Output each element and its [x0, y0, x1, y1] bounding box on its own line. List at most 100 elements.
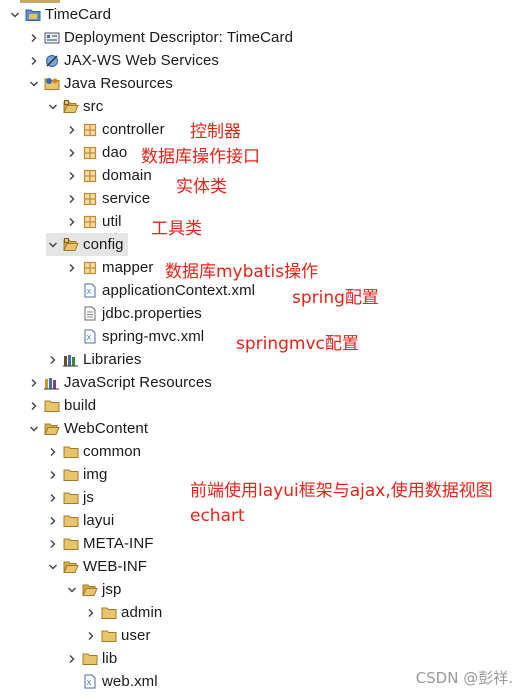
tree-item-jsp[interactable]: jsp [65, 578, 121, 601]
tree-item-lib[interactable]: lib [65, 647, 117, 670]
expanded-arrow-icon[interactable] [65, 583, 79, 597]
tree-item-jax-ws-web-services[interactable]: JAX-WS Web Services [27, 49, 219, 72]
expanded-arrow-icon[interactable] [46, 100, 60, 114]
tree-item-user[interactable]: user [84, 624, 151, 647]
tree-item-label: JAX-WS Web Services [64, 52, 219, 69]
tree-item-web-inf[interactable]: WEB-INF [46, 555, 147, 578]
tree-item-label: common [83, 443, 142, 460]
collapsed-arrow-icon[interactable] [27, 399, 41, 413]
collapsed-arrow-icon[interactable] [65, 261, 79, 275]
annotation-domain: 实体类 [176, 177, 227, 197]
tree-item-timecard[interactable]: TimeCard [8, 3, 111, 26]
expanded-arrow-icon[interactable] [46, 560, 60, 574]
tree-item-java-resources[interactable]: Java Resources [27, 72, 173, 95]
expanded-arrow-icon[interactable] [27, 422, 41, 436]
tree-item-jdbc-properties[interactable]: jdbc.properties [65, 302, 202, 325]
collapsed-arrow-icon[interactable] [65, 123, 79, 137]
xml-file-icon: X [82, 674, 98, 690]
collapsed-arrow-icon[interactable] [84, 606, 98, 620]
descriptor-icon [44, 30, 60, 46]
webservice-icon [44, 53, 60, 69]
folder-icon [101, 628, 117, 644]
tree-item-label: layui [83, 512, 115, 529]
svg-text:X: X [87, 334, 92, 342]
expanded-arrow-icon[interactable] [46, 238, 60, 252]
collapsed-arrow-icon[interactable] [65, 215, 79, 229]
tree-item-common[interactable]: common [46, 440, 141, 463]
tree-item-label: WebContent [64, 420, 149, 437]
tree-item-label: service [102, 190, 151, 207]
tree-item-layui[interactable]: layui [46, 509, 114, 532]
tree-item-build[interactable]: build [27, 394, 96, 417]
folder-icon [63, 490, 79, 506]
collapsed-arrow-icon[interactable] [46, 468, 60, 482]
tree-item-service[interactable]: service [65, 187, 150, 210]
annotation-mapper: 数据库mybatis操作 [165, 262, 319, 282]
tree-item-img[interactable]: img [46, 463, 107, 486]
properties-file-icon [82, 306, 98, 322]
java-resources-icon [44, 76, 60, 92]
tree-item-domain[interactable]: domain [65, 164, 152, 187]
xml-file-icon: X [82, 283, 98, 299]
collapsed-arrow-icon[interactable] [27, 376, 41, 390]
tree-item-meta-inf[interactable]: META-INF [46, 532, 154, 555]
collapsed-arrow-icon[interactable] [65, 169, 79, 183]
tree-item-label: applicationContext.xml [102, 282, 256, 299]
package-icon [82, 260, 98, 276]
expanded-arrow-icon[interactable] [27, 77, 41, 91]
collapsed-arrow-icon[interactable] [46, 445, 60, 459]
package-icon [82, 191, 98, 207]
tree-item-mapper[interactable]: mapper [65, 256, 153, 279]
collapsed-arrow-icon[interactable] [46, 514, 60, 528]
tree-item-webcontent[interactable]: WebContent [27, 417, 148, 440]
collapsed-arrow-icon[interactable] [27, 54, 41, 68]
collapsed-arrow-icon[interactable] [65, 652, 79, 666]
package-icon [82, 145, 98, 161]
collapsed-arrow-icon[interactable] [65, 192, 79, 206]
folder-icon [63, 444, 79, 460]
tree-item-label: jdbc.properties [102, 305, 202, 322]
package-icon [82, 168, 98, 184]
tree-item-libraries[interactable]: Libraries [46, 348, 141, 371]
tree-item-label: WEB-INF [83, 558, 148, 575]
tree-item-js[interactable]: js [46, 486, 94, 509]
tree-item-label: TimeCard [45, 6, 112, 23]
tree-item-label: JavaScript Resources [64, 374, 212, 391]
collapsed-arrow-icon[interactable] [27, 31, 41, 45]
tree-item-label: Deployment Descriptor: TimeCard [64, 29, 294, 46]
tree-item-label: controller [102, 121, 165, 138]
collapsed-arrow-icon[interactable] [46, 491, 60, 505]
watermark: CSDN @彭祥. [415, 669, 513, 687]
collapsed-arrow-icon[interactable] [84, 629, 98, 643]
tree-item-label: spring-mvc.xml [102, 328, 205, 345]
folder-icon [82, 651, 98, 667]
tree-item-config[interactable]: config [46, 233, 128, 256]
tree-item-label: config [83, 236, 124, 253]
xml-file-icon: X [82, 329, 98, 345]
source-folder-icon [63, 237, 79, 253]
tree-item-label: Java Resources [64, 75, 173, 92]
tree-item-javascript-resources[interactable]: JavaScript Resources [27, 371, 212, 394]
tree-item-dao[interactable]: dao [65, 141, 127, 164]
tree-item-src[interactable]: src [46, 95, 103, 118]
annotation-util: 工具类 [151, 219, 202, 239]
folder-icon [44, 398, 60, 414]
collapsed-arrow-icon[interactable] [46, 353, 60, 367]
tree-item-admin[interactable]: admin [84, 601, 162, 624]
package-icon [82, 122, 98, 138]
tree-item-controller[interactable]: controller [65, 118, 165, 141]
annotation-webcontent: 前端使用layui框架与ajax,使用数据视图echart [190, 481, 493, 526]
tree-item-label: dao [102, 144, 128, 161]
folder-open-icon [63, 559, 79, 575]
tree-item-label: admin [121, 604, 163, 621]
tree-item-util[interactable]: util [65, 210, 122, 233]
collapsed-arrow-icon[interactable] [65, 146, 79, 160]
collapsed-arrow-icon[interactable] [46, 537, 60, 551]
tree-item-deployment-descriptor-timecard[interactable]: Deployment Descriptor: TimeCard [27, 26, 293, 49]
annotation-springmvc: springmvc配置 [236, 334, 359, 354]
expanded-arrow-icon[interactable] [8, 8, 22, 22]
tree-item-label: mapper [102, 259, 154, 276]
